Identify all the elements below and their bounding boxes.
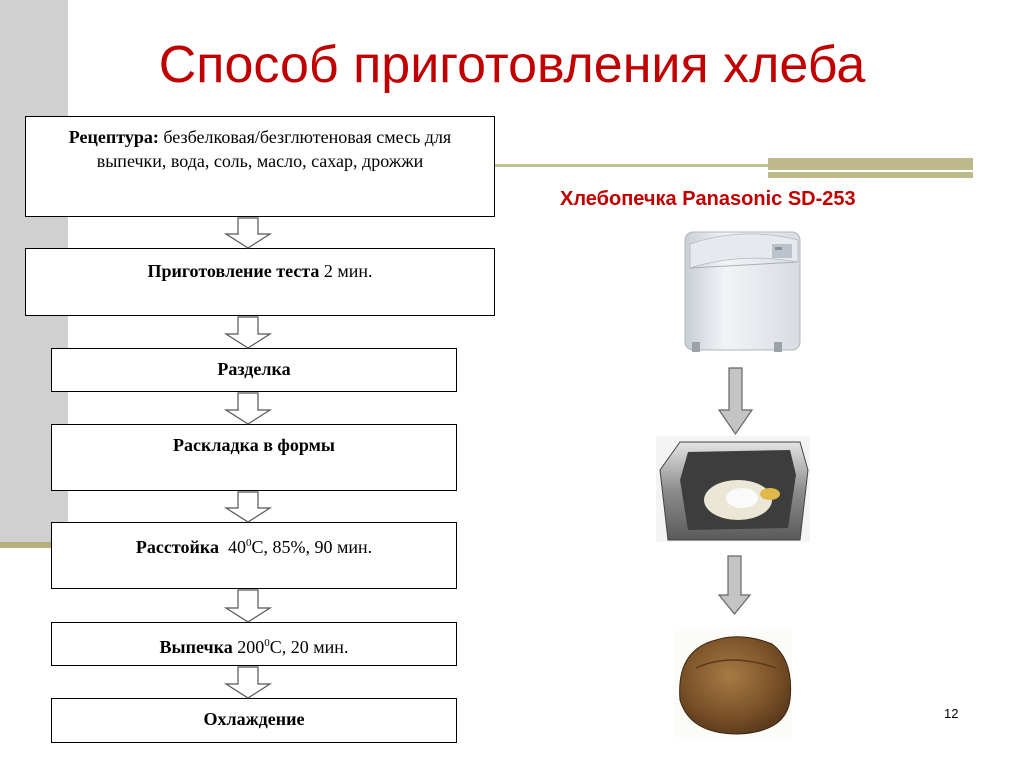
step-recipe: Рецептура: безбелковая/безглютеновая сме… (25, 116, 495, 217)
flow-arrow-2 (223, 316, 273, 349)
step-cooling-label: Охлаждение (203, 709, 305, 729)
step-recipe-text: безбелковая/безглютеновая смесь для выпе… (96, 127, 452, 171)
step-dough: Приготовление теста 2 мин. (25, 248, 495, 316)
bread-pan-image (656, 436, 810, 542)
step-proofing-text: С, 85%, 90 мин. (251, 537, 373, 557)
step-proofing-temp: 40 (227, 537, 246, 557)
step-proofing: Расстойка 400С, 85%, 90 мин. (51, 522, 457, 589)
step-proofing-degree: 0 (245, 537, 252, 549)
step-cooling: Охлаждение (51, 698, 457, 743)
image-arrow-2 (717, 555, 752, 615)
image-arrow-1 (717, 367, 754, 436)
flow-arrow-4 (223, 491, 273, 523)
machine-caption: Хлебопечка Panasonic SD-253 (560, 188, 856, 210)
decor-line-thin (494, 164, 768, 167)
decor-band-right (768, 158, 973, 178)
step-baking-temp: 200 (237, 637, 265, 657)
bread-loaf-image (674, 631, 792, 737)
decor-line-left (0, 542, 52, 548)
step-baking-degree: 0 (264, 637, 270, 649)
step-baking-text: С, 20 мин. (269, 637, 349, 657)
step-cutting-label: Разделка (217, 359, 291, 379)
flow-arrow-5 (223, 589, 273, 623)
flow-arrow-6 (223, 666, 273, 699)
step-dough-text: 2 мин. (319, 261, 373, 281)
page-number: 12 (944, 706, 959, 721)
step-baking-label: Выпечка (159, 637, 233, 657)
step-baking: Выпечка 2000С, 20 мин. (51, 622, 457, 666)
step-dough-label: Приготовление теста (147, 261, 320, 281)
step-proofing-label: Расстойка (135, 537, 219, 557)
step-recipe-label: Рецептура: (68, 127, 159, 147)
page-title: Способ приготовления хлеба (158, 36, 866, 94)
step-forms: Раскладка в формы (51, 424, 457, 491)
step-forms-label: Раскладка в формы (173, 435, 335, 455)
step-cutting: Разделка (51, 348, 457, 392)
flow-arrow-1 (223, 217, 273, 249)
bread-machine-image (684, 231, 801, 352)
decor-band-gap (768, 170, 973, 172)
flow-arrow-3 (223, 392, 273, 425)
